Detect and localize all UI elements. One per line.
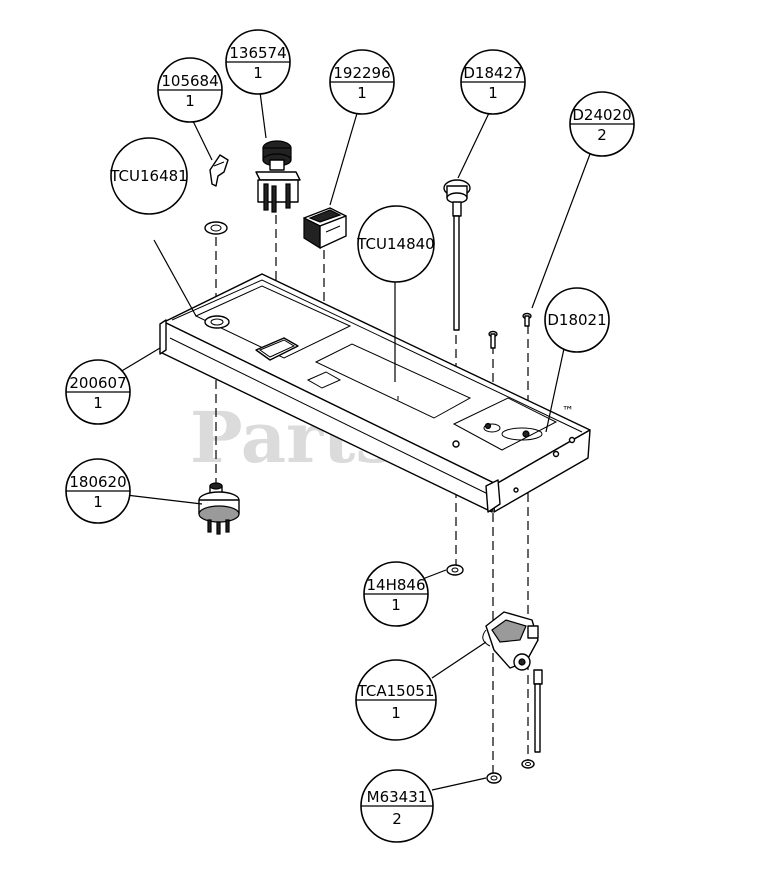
pto-switch-136574-icon	[255, 140, 301, 213]
callout-d18021[interactable]: D18021	[544, 287, 610, 353]
rocker-switch-192296-icon	[303, 207, 347, 250]
callout-180620[interactable]: 180620 1	[65, 458, 131, 524]
callout-part-number: TCU14840	[356, 235, 434, 253]
callout-105684[interactable]: 105684 1	[157, 57, 223, 123]
watermark-trademark: ™	[562, 404, 574, 418]
callout-192296[interactable]: 192296 1	[329, 49, 395, 115]
callout-tcu16481[interactable]: TCU16481	[109, 137, 188, 215]
callout-qty: 1	[253, 64, 263, 82]
callout-qty: 1	[357, 84, 367, 102]
key-105684-icon	[209, 154, 229, 187]
callout-part-number: 105684	[161, 72, 218, 90]
callout-200607[interactable]: 200607 1	[65, 359, 131, 425]
callout-part-number: 200607	[69, 374, 126, 392]
ignition-switch-180620-icon	[198, 482, 240, 535]
callout-14h846[interactable]: 14H846 1	[363, 561, 429, 627]
callout-tcu14840[interactable]: TCU14840	[356, 205, 435, 283]
callout-tca15051[interactable]: TCA15051 1	[355, 659, 437, 741]
nut-14h846-icon	[446, 564, 464, 576]
screw-d24020-icon	[488, 312, 532, 349]
callout-part-number: 192296	[333, 64, 390, 82]
callout-part-number: D18427	[463, 64, 522, 82]
leader-lines	[119, 91, 591, 791]
callout-qty: 1	[93, 394, 103, 412]
throttle-control-tca15051-icon	[482, 611, 543, 753]
callout-part-number: M63431	[367, 788, 428, 806]
nut-m63431-icon	[486, 759, 535, 784]
callout-qty: 2	[392, 810, 402, 828]
callout-136574[interactable]: 136574 1	[225, 29, 291, 95]
callout-qty: 1	[391, 704, 401, 722]
callout-part-number: D18021	[547, 311, 606, 329]
callout-part-number: TCA15051	[357, 682, 435, 700]
callout-qty: 2	[597, 126, 607, 144]
callout-m63431[interactable]: M63431 2	[360, 769, 434, 843]
callout-part-number: D24020	[572, 106, 631, 124]
callout-d18427[interactable]: D18427 1	[460, 49, 526, 115]
callout-part-number: 14H846	[367, 576, 426, 594]
callouts: 105684 1 136574 1 192296 1 D18427 1 D240…	[65, 29, 635, 843]
callout-part-number: 136574	[229, 44, 286, 62]
nut-tcu16481-icon	[204, 221, 228, 235]
callout-part-number: TCU16481	[109, 167, 187, 185]
panel-200607	[159, 273, 591, 513]
throttle-knob-d18427-icon	[443, 179, 471, 331]
callout-qty: 1	[185, 92, 195, 110]
callout-d24020[interactable]: D24020 2	[569, 91, 635, 157]
callout-qty: 1	[93, 493, 103, 511]
callout-part-number: 180620	[69, 473, 126, 491]
callout-qty: 1	[391, 596, 401, 614]
callout-qty: 1	[488, 84, 498, 102]
